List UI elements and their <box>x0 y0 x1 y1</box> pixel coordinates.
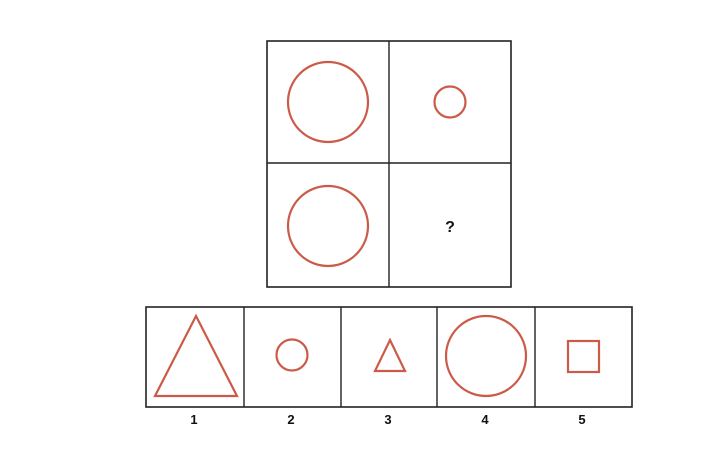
option-3-small-triangle <box>373 337 407 373</box>
answer-options <box>145 306 633 408</box>
cell-3-large-circle <box>286 184 370 268</box>
option-4-large-circle <box>444 314 528 398</box>
options-frame <box>145 306 633 408</box>
cell-2-small-circle <box>433 85 467 119</box>
option-3-label: 3 <box>384 412 392 427</box>
option-1[interactable] <box>147 308 243 406</box>
option-4[interactable] <box>438 308 534 406</box>
option-5[interactable] <box>536 308 631 406</box>
option-5-small-square <box>566 339 601 374</box>
cell-1-large-circle <box>286 60 370 144</box>
option-2[interactable] <box>245 308 340 406</box>
option-2-small-circle <box>275 338 309 372</box>
option-3[interactable] <box>342 308 436 406</box>
missing-cell-question-mark: ? <box>445 219 455 236</box>
option-1-large-triangle <box>153 313 239 398</box>
puzzle-grid: ? <box>266 40 512 288</box>
option-5-label: 5 <box>578 412 586 427</box>
option-2-label: 2 <box>287 412 295 427</box>
option-4-label: 4 <box>481 412 489 427</box>
option-1-label: 1 <box>190 412 198 427</box>
